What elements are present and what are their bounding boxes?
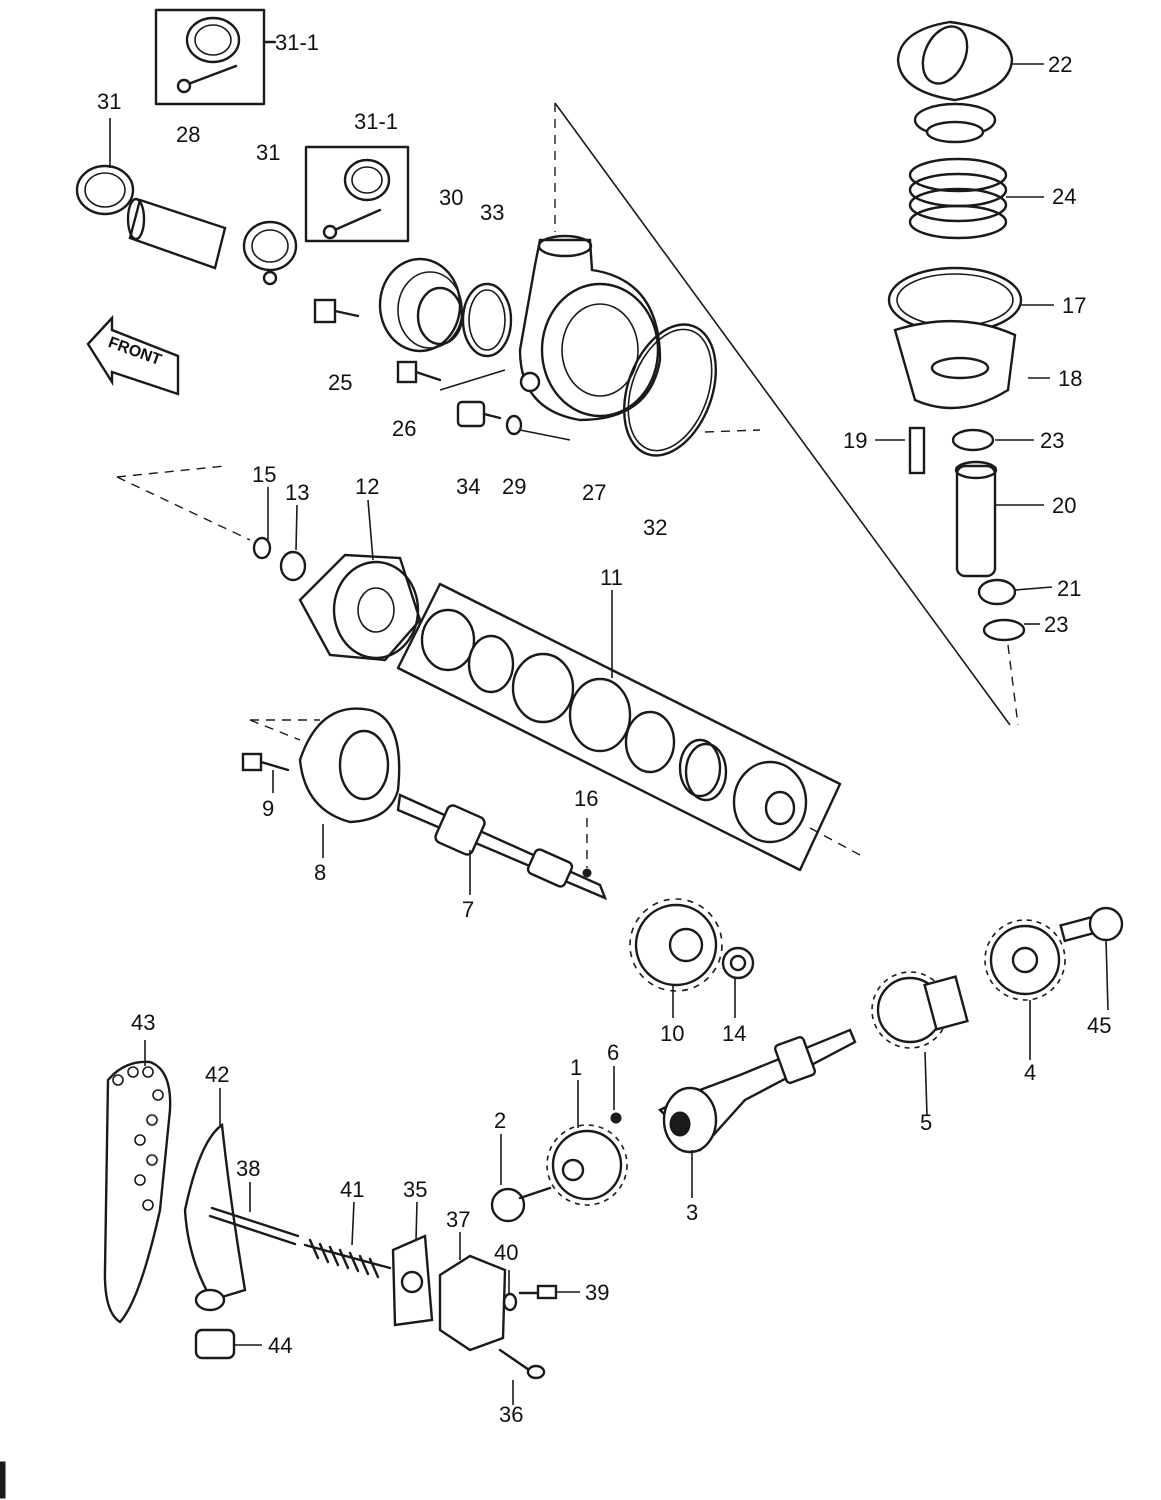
callout-15: 15 xyxy=(252,462,276,487)
inset-box-clamp-top xyxy=(154,8,277,106)
callout-11: 11 xyxy=(600,565,623,590)
callout-44: 44 xyxy=(268,1333,292,1358)
callout-7: 7 xyxy=(462,897,474,922)
pump-sprocket-group xyxy=(629,898,755,992)
callout-36: 36 xyxy=(499,1402,523,1427)
callout-28: 28 xyxy=(176,122,200,147)
bolts-upper xyxy=(313,298,523,436)
hose-assembly xyxy=(75,164,298,286)
callout-31-left: 31 xyxy=(97,89,121,114)
callout-18: 18 xyxy=(1058,366,1082,391)
callout-24: 24 xyxy=(1052,184,1076,209)
callout-13: 13 xyxy=(285,480,309,505)
callout-27: 27 xyxy=(582,480,606,505)
thermostat-group xyxy=(887,20,1026,726)
callout-33: 33 xyxy=(480,200,504,225)
callout-labels: 31-1 31-1 31 28 31 30 33 25 26 34 29 27 … xyxy=(97,30,1111,1427)
callout-22: 22 xyxy=(1048,52,1072,77)
callout-19: 19 xyxy=(843,428,867,453)
callout-25: 25 xyxy=(328,370,352,395)
pump-housing-group xyxy=(378,102,1011,726)
callout-37: 37 xyxy=(446,1207,470,1232)
callout-12: 12 xyxy=(355,474,379,499)
tensioner-group xyxy=(103,1060,558,1380)
callout-4: 4 xyxy=(1024,1060,1036,1085)
callout-41: 41 xyxy=(340,1177,364,1202)
callout-9: 9 xyxy=(262,796,274,821)
callout-17: 17 xyxy=(1062,293,1086,318)
callout-10: 10 xyxy=(660,1021,684,1046)
front-arrow: FRONT xyxy=(86,314,180,396)
leader-lines-right xyxy=(875,63,1054,625)
callout-23-upper: 23 xyxy=(1040,428,1064,453)
crank-drive-group xyxy=(657,906,1124,1154)
callout-14: 14 xyxy=(722,1021,746,1046)
callout-3: 3 xyxy=(686,1200,698,1225)
callout-40: 40 xyxy=(494,1240,518,1265)
callout-5: 5 xyxy=(920,1110,932,1135)
callout-43: 43 xyxy=(131,1010,155,1035)
callout-6: 6 xyxy=(607,1040,619,1065)
callout-21: 21 xyxy=(1057,576,1081,601)
callout-30: 30 xyxy=(439,185,463,210)
callout-35: 35 xyxy=(403,1177,427,1202)
callout-31-1-top: 31-1 xyxy=(275,30,319,55)
callout-16: 16 xyxy=(574,786,598,811)
inset-box-clamp-mid xyxy=(304,145,410,243)
leader-lines-left xyxy=(109,118,1109,1405)
callout-31-right: 31 xyxy=(256,140,280,165)
callout-2: 2 xyxy=(494,1108,506,1133)
callout-42: 42 xyxy=(205,1062,229,1087)
callout-20: 20 xyxy=(1052,493,1076,518)
callout-29: 29 xyxy=(502,474,526,499)
impeller-seal-group xyxy=(116,465,861,872)
callout-8: 8 xyxy=(314,860,326,885)
callout-1: 1 xyxy=(570,1055,582,1080)
callout-26: 26 xyxy=(392,416,416,441)
callout-32: 32 xyxy=(643,515,667,540)
callout-34: 34 xyxy=(456,474,480,499)
cam-sprocket-group xyxy=(490,1112,628,1223)
edge-mark xyxy=(0,1461,6,1499)
callout-39: 39 xyxy=(585,1280,609,1305)
shaft-group xyxy=(241,707,608,901)
callout-45: 45 xyxy=(1087,1013,1111,1038)
callout-23-lower: 23 xyxy=(1044,612,1068,637)
callout-38: 38 xyxy=(236,1156,260,1181)
callout-31-1-mid: 31-1 xyxy=(354,109,398,134)
